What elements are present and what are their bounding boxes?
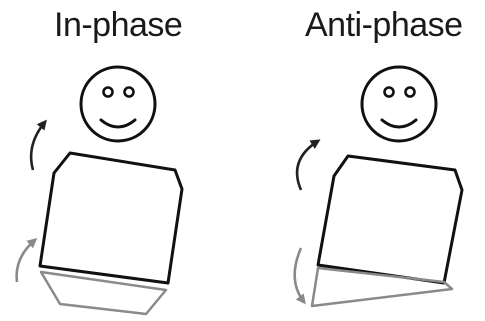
torso-left xyxy=(38,151,184,285)
panel-title-anti-phase: Anti-phase xyxy=(305,6,463,44)
left-eye xyxy=(102,86,114,98)
in-phase-figure xyxy=(15,65,184,316)
smile xyxy=(99,118,137,129)
left-eye xyxy=(383,86,395,98)
rotation-arrow-lower-left xyxy=(15,238,38,283)
rotation-arrow-upper-right xyxy=(295,139,321,191)
right-eye xyxy=(404,86,416,98)
right-eye xyxy=(123,86,135,98)
anti-phase-figure xyxy=(293,65,464,308)
torso-right xyxy=(316,154,464,285)
smiley-head-left xyxy=(79,65,157,143)
panel-title-in-phase: In-phase xyxy=(54,6,183,44)
seat-left xyxy=(39,270,168,316)
seat-right xyxy=(310,266,454,308)
smile xyxy=(380,118,418,129)
rotation-arrow-lower-right xyxy=(293,247,306,305)
smiley-head-right xyxy=(360,65,438,143)
rotation-arrow-upper-left xyxy=(29,119,47,171)
